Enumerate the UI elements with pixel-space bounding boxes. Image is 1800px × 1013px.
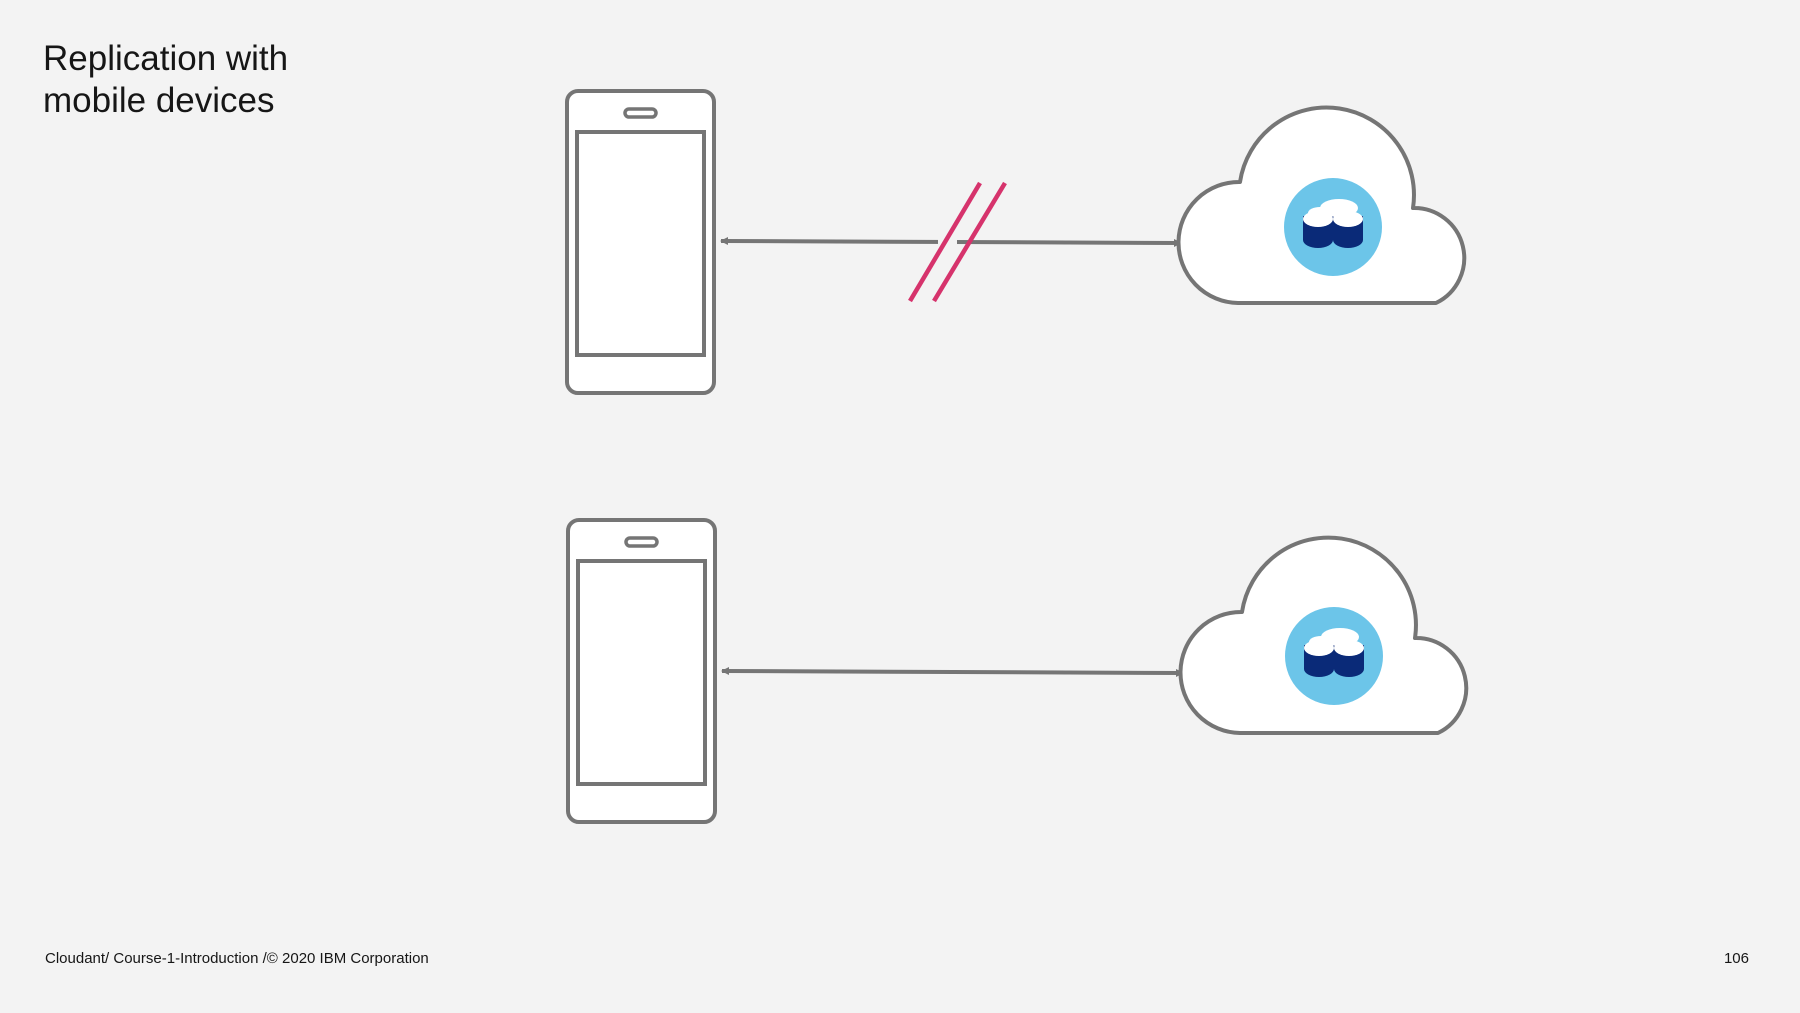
sync-arrow-line-2 — [721, 667, 1184, 677]
connection-break-icon — [908, 181, 1007, 303]
row-disconnected — [565, 89, 1467, 395]
slide-title: Replication with mobile devices — [43, 38, 363, 122]
title-line-1: Replication with — [43, 39, 289, 78]
mobile-phone-icon — [565, 89, 716, 395]
cloudant-database-icon — [1285, 607, 1383, 705]
cloudant-database-icon — [1284, 178, 1382, 276]
title-line-2: mobile devices — [43, 81, 275, 120]
page-number: 106 — [1723, 950, 1749, 967]
row-connected — [566, 518, 1469, 824]
mobile-phone-icon — [566, 518, 717, 824]
footer-copyright: Cloudant/ Course-1-Introduction /© 2020 … — [45, 950, 429, 967]
cloud-icon — [1178, 535, 1469, 735]
cloud-icon — [1176, 105, 1467, 305]
